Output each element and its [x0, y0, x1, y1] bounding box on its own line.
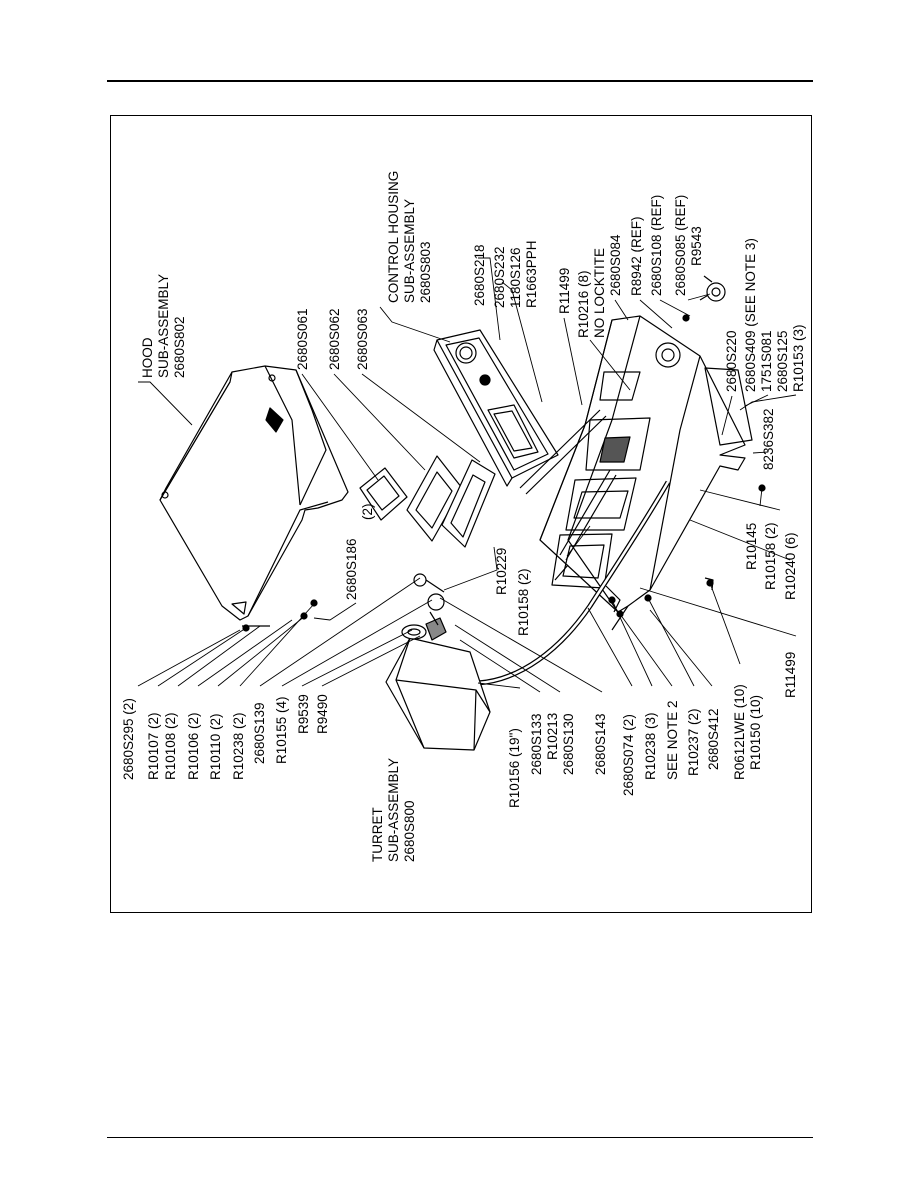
label-hood-1: HOOD	[140, 337, 155, 378]
drawing-geometry	[137, 257, 797, 751]
label-2680s232: 2680S232	[492, 246, 507, 308]
label-turret-2: SUB-ASSEMBLY	[386, 758, 401, 862]
label-r10108: R10108 (2)	[163, 712, 178, 780]
label-r9539: R9539	[296, 694, 311, 734]
label-2680s139: 2680S139	[252, 702, 267, 764]
hose-part	[477, 480, 671, 686]
labels: HOOD SUB-ASSEMBLY 2680S802 CONTROL HOUSI…	[121, 171, 806, 862]
label-r10158-left: R10158 (2)	[516, 568, 531, 636]
panel-parts	[359, 455, 496, 548]
label-r11499-bottom: R11499	[783, 652, 798, 698]
label-r8942: R8942 (REF)	[629, 216, 644, 296]
label-2680s061: 2680S061	[295, 308, 310, 370]
label-2680s085: 2680S085 (REF)	[673, 195, 688, 296]
label-r10110: R10110 (2)	[208, 713, 223, 780]
label-2680s063: 2680S063	[355, 308, 370, 370]
label-control-housing-3: 2680S803	[418, 241, 433, 303]
label-r10216: R10216 (8)	[576, 270, 591, 338]
label-no-locktite: NO LOCKTITE	[592, 248, 607, 338]
label-r9490: R9490	[315, 694, 330, 734]
header-rule	[107, 80, 813, 82]
label-r9543: R9543	[689, 226, 704, 266]
label-r10145: R10145	[744, 523, 759, 570]
label-r10158-right: R10158 (2)	[763, 522, 778, 590]
label-r10150: R10150 (10)	[748, 695, 763, 770]
label-2680s220: 2680S220	[724, 330, 739, 392]
label-2680s412: 2680S412	[706, 708, 721, 770]
label-2680s108: 2680S108 (REF)	[649, 195, 664, 296]
footer-rule	[107, 1137, 813, 1138]
leader-lines	[137, 257, 797, 693]
label-2680s125: 2680S125	[775, 330, 790, 392]
label-1751s081: 1751S081	[759, 330, 774, 392]
label-2680s074: 2680S074 (2)	[621, 714, 636, 796]
label-2680s062: 2680S062	[327, 308, 342, 370]
label-hood-3: 2680S802	[172, 316, 187, 378]
label-r10238-2: R10238 (2)	[231, 712, 246, 780]
hood-part	[159, 365, 349, 621]
label-turret-1: TURRET	[370, 807, 385, 862]
label-r0612lwe: R0612LWE (10)	[732, 684, 747, 780]
label-2680s409: 2680S409 (SEE NOTE 3)	[743, 238, 758, 392]
label-2680s218: 2680S218	[472, 244, 487, 306]
label-2680s186-qty: (2)	[360, 504, 375, 521]
label-control-housing-2: SUB-ASSEMBLY	[402, 199, 417, 303]
label-2680s295: 2680S295 (2)	[121, 698, 136, 780]
label-r10229: R10229	[494, 548, 509, 595]
label-r10156: R10156 (19")	[507, 728, 522, 808]
label-2680s186: 2680S186	[344, 538, 359, 600]
label-2680s084: 2680S084	[608, 234, 623, 296]
label-r10107: R10107 (2)	[146, 712, 161, 780]
label-r10238-3: R10238 (3)	[643, 712, 658, 780]
label-r10153: R10153 (3)	[791, 324, 806, 392]
label-r11499-top: R11499	[557, 268, 572, 314]
label-hood-2: SUB-ASSEMBLY	[156, 274, 171, 378]
label-2680s130: 2680S130	[561, 713, 576, 775]
label-r10106: R10106 (2)	[186, 712, 201, 780]
base-plate-part	[539, 315, 753, 631]
label-see-note-2: SEE NOTE 2	[665, 700, 680, 780]
control-housing-part	[433, 329, 559, 487]
label-2680s143: 2680S143	[593, 713, 608, 775]
label-1180s126: 1180S126	[508, 247, 523, 308]
label-r1663pph: R1663PPH	[524, 240, 539, 308]
label-2680s133: 2680S133	[529, 713, 544, 775]
label-r10213: R10213	[545, 713, 560, 760]
label-turret-3: 2680S800	[402, 800, 417, 862]
drawing-frame	[110, 115, 812, 913]
label-r10240: R10240 (6)	[783, 532, 798, 600]
label-8236s382: 8236S382	[761, 408, 776, 470]
label-r10237: R10237 (2)	[686, 708, 701, 776]
label-r10155: R10155 (4)	[274, 696, 289, 764]
label-control-housing-1: CONTROL HOUSING	[386, 171, 401, 303]
